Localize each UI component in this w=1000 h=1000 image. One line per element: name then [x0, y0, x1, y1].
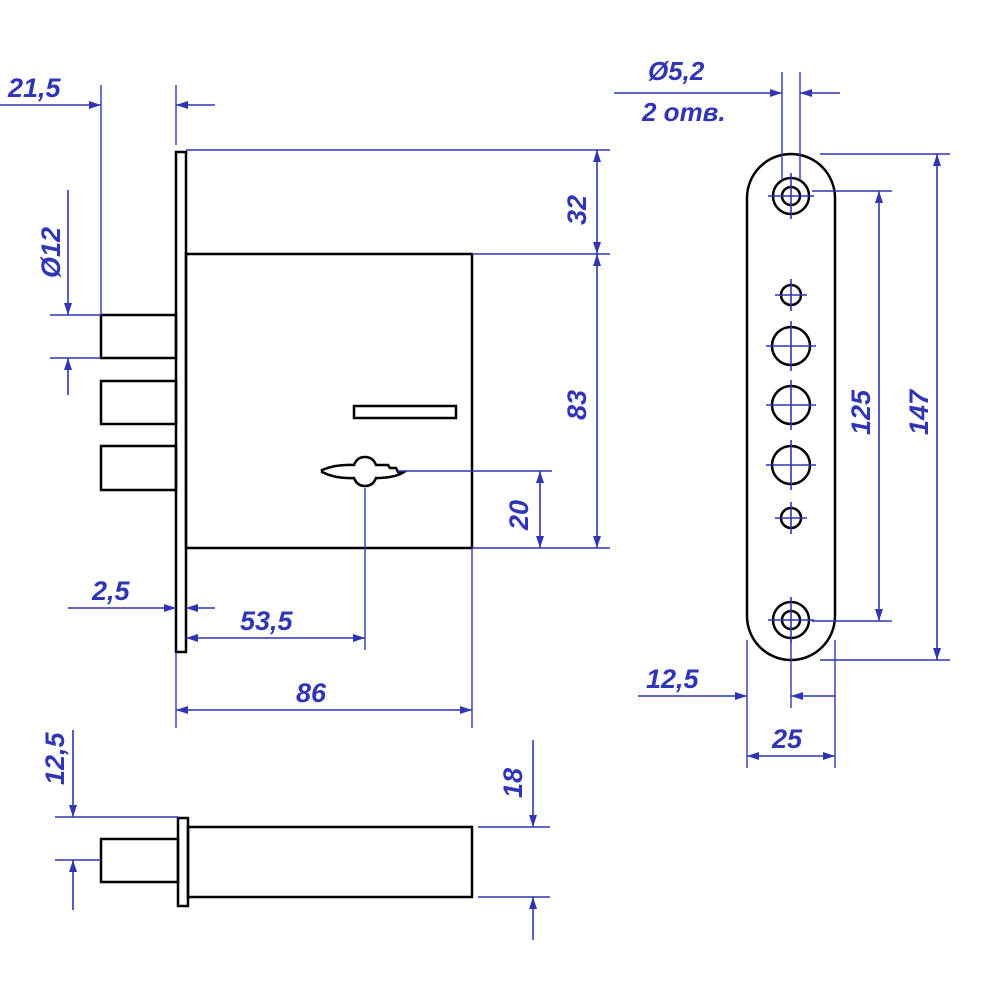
label-hole-count: 2 отв.	[641, 97, 726, 127]
dim-faceplate-thickness: 2,5	[68, 576, 215, 612]
label-plate-width: 25	[771, 724, 803, 754]
faceplate-view: Ø5,2 2 отв. 125 147 12,5	[614, 56, 950, 768]
dim-backset: 53,5	[186, 488, 366, 650]
label-keyhole-offset: 20	[504, 500, 534, 531]
bottom-view: 12,5 18	[40, 730, 550, 940]
label-case-depth: 86	[296, 678, 327, 708]
label-case-thickness: 18	[498, 768, 528, 798]
dim-case-depth: 86	[175, 548, 473, 728]
deadbolt-bottom	[99, 444, 178, 492]
label-bolt-diameter: Ø12	[36, 227, 66, 278]
dim-plate-width: 25	[747, 640, 836, 768]
dim-half-width: 12,5	[638, 640, 835, 768]
dim-plate-length: 147	[820, 153, 950, 661]
bottom-faceplate	[176, 816, 190, 908]
dim-keyhole-offset: 20	[398, 470, 552, 548]
lever-slot	[352, 404, 458, 420]
deadbolt-middle	[99, 379, 178, 426]
label-faceplate-thickness: 2,5	[91, 576, 131, 606]
label-bolt-projection: 21,5	[7, 73, 62, 103]
dim-bolt-diameter: Ø12	[36, 190, 101, 395]
dim-bolt-projection: 21,5	[0, 73, 215, 315]
label-half-width: 12,5	[646, 664, 700, 694]
label-hole-diameter: Ø5,2	[648, 56, 705, 86]
front-faceplate	[174, 150, 188, 654]
bottom-bolt	[99, 837, 180, 884]
deadbolt-top	[99, 313, 178, 360]
label-top-offset: 32	[562, 195, 592, 225]
label-backset: 53,5	[240, 606, 294, 636]
label-case-height: 83	[562, 390, 592, 420]
keyhole-icon	[320, 455, 409, 488]
label-bolt-offset: 12,5	[40, 731, 70, 785]
hole-centerlines	[766, 173, 816, 643]
dim-hole-spacing: 125	[812, 190, 892, 622]
label-plate-length: 147	[904, 388, 934, 435]
dim-top-offset: 32	[186, 149, 610, 255]
lock-case-body	[184, 252, 474, 550]
dim-case-thickness: 18	[478, 740, 550, 940]
dim-hole-diameter: Ø5,2 2 отв.	[614, 56, 840, 180]
dim-case-height: 83	[472, 254, 610, 549]
dim-bolt-offset: 12,5	[40, 730, 178, 910]
bottom-case	[186, 825, 474, 899]
label-hole-spacing: 125	[846, 389, 876, 435]
front-view: 21,5 Ø12 32 83 20	[0, 73, 610, 728]
